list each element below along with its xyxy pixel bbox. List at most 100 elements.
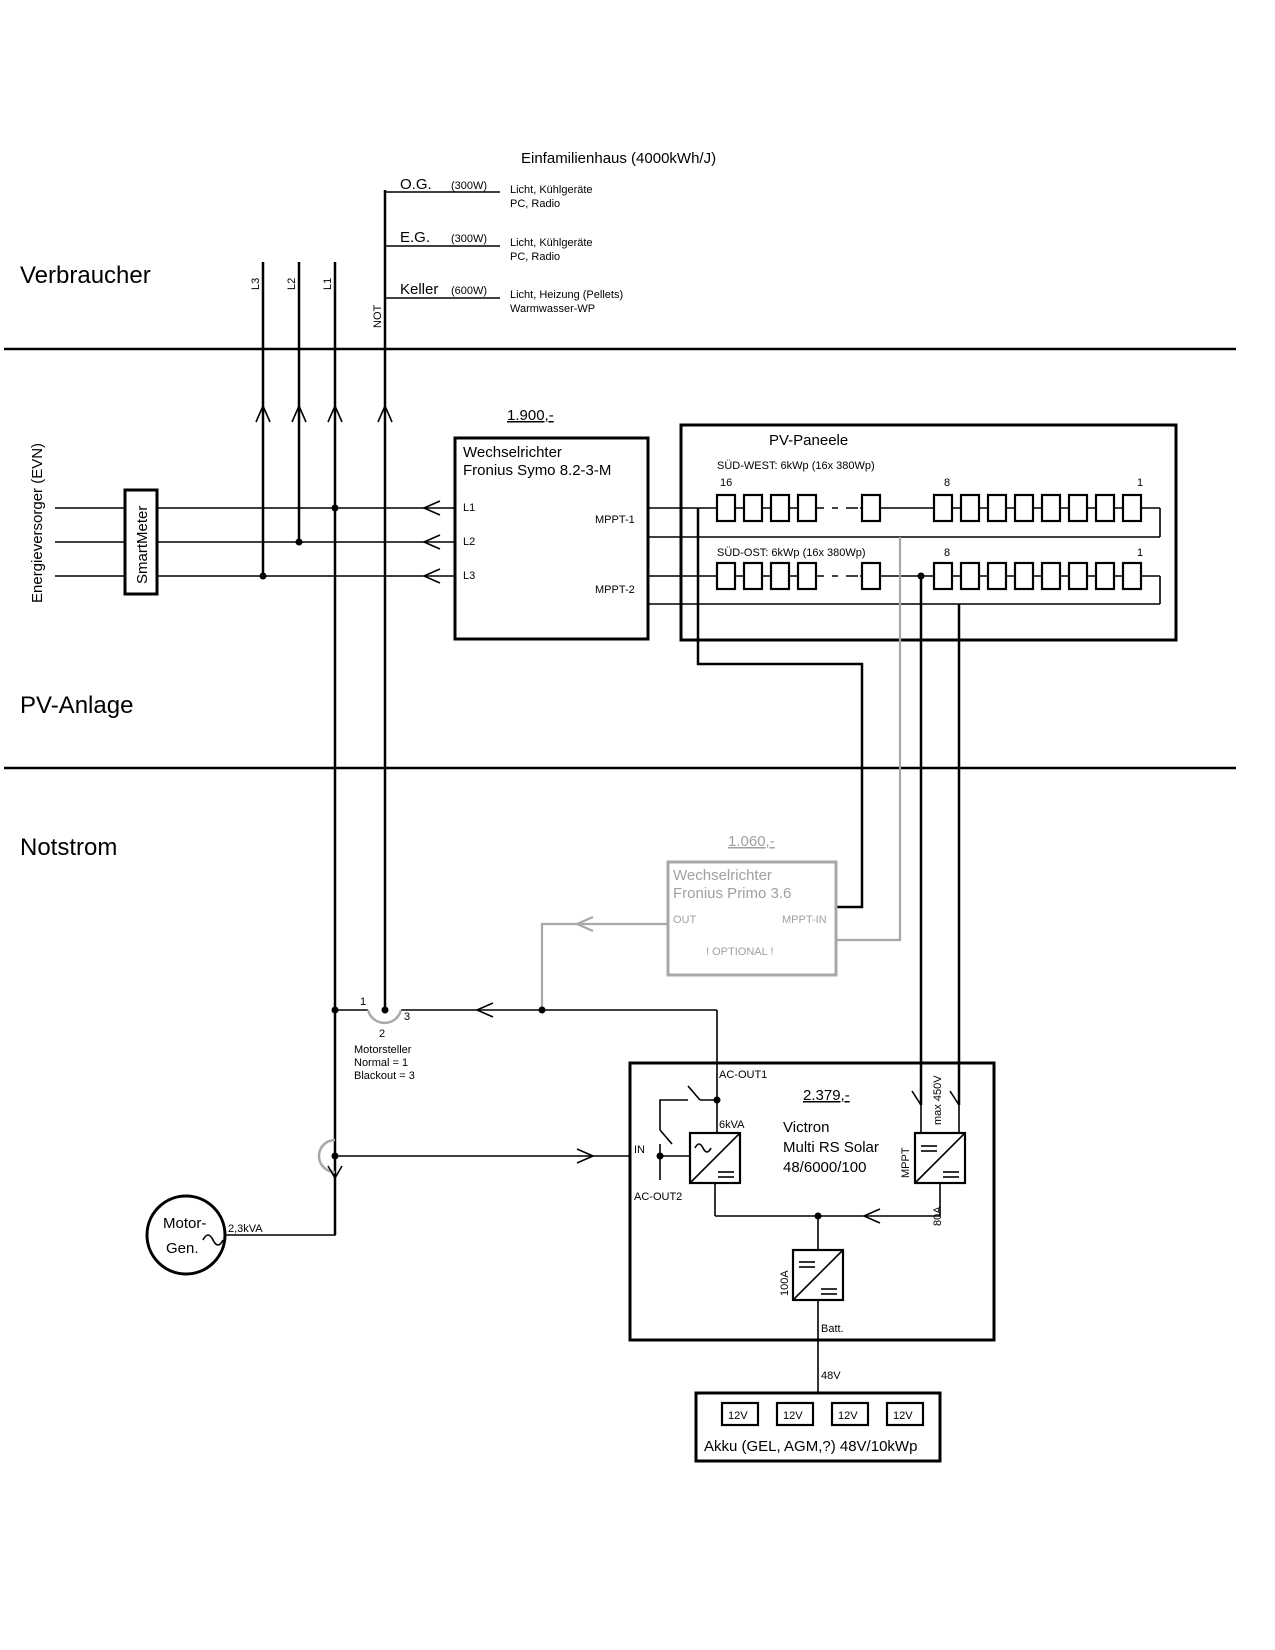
svg-text:(600W): (600W) (451, 285, 487, 297)
svg-text:Keller: Keller (400, 281, 438, 298)
pv-module (1067, 493, 1089, 523)
pv-module (769, 493, 791, 523)
inverter2-title2: Fronius Primo 3.6 (673, 885, 791, 902)
pv-module (1013, 493, 1035, 523)
inverter2-box (666, 860, 838, 977)
svg-text:Motor-: Motor- (163, 1215, 206, 1232)
wire-string1-to-primo (696, 508, 864, 909)
battery-cell (885, 1401, 925, 1427)
motorswitch-title: Motorsteller (354, 1044, 412, 1056)
svg-text:8: 8 (944, 547, 950, 559)
svg-text:Licht, Kühlgeräte: Licht, Kühlgeräte (510, 237, 593, 249)
victron-title2: Multi RS Solar (783, 1139, 879, 1156)
battery-label: Akku (GEL, AGM,?) 48V/10kWp (704, 1438, 917, 1455)
victron-title3: 48/6000/100 (783, 1159, 866, 1176)
pv-title: PV-Paneele (769, 432, 848, 449)
in-arrow (576, 1148, 595, 1164)
svg-text:8: 8 (944, 477, 950, 489)
pv-box (679, 423, 1178, 642)
svg-text:Licht, Heizung (Pellets): Licht, Heizung (Pellets) (510, 289, 623, 301)
svg-text:L3: L3 (463, 570, 475, 582)
svg-text:max 450V: max 450V (932, 1075, 944, 1125)
pv-module (715, 493, 737, 523)
wire-primo-out (540, 922, 668, 1010)
generator (145, 1194, 227, 1276)
smartmeter-label: SmartMeter (134, 506, 151, 584)
pv-string-sued-west (715, 493, 1143, 523)
ac-out1-arrow (475, 1002, 494, 1018)
pv-module (986, 561, 1008, 591)
mppt2-label: MPPT-2 (595, 584, 635, 596)
svg-text:48V: 48V (821, 1370, 841, 1382)
battery-bank (694, 1391, 942, 1463)
svg-text:O.G.: O.G. (400, 176, 432, 193)
floor-keller: Keller (600W) Licht, Heizung (Pellets) W… (400, 281, 623, 315)
svg-text:(300W): (300W) (451, 180, 487, 192)
svg-text:AC-OUT1: AC-OUT1 (719, 1069, 767, 1081)
svg-text:1: 1 (360, 996, 366, 1008)
dc-bus-arrow (862, 1208, 881, 1224)
pv-module (1094, 493, 1116, 523)
svg-text:3: 3 (404, 1011, 410, 1023)
pv-module (1040, 493, 1062, 523)
acout1-relay (687, 1085, 701, 1101)
inverter1-price: 1.900,- (507, 407, 554, 424)
svg-text:1: 1 (1137, 477, 1143, 489)
svg-text:Licht, Kühlgeräte: Licht, Kühlgeräte (510, 184, 593, 196)
gen-switch-arc (317, 1138, 336, 1174)
pv-module (1094, 561, 1116, 591)
pv-module (932, 493, 954, 523)
pv-module (796, 493, 818, 523)
pv-module (1040, 561, 1062, 591)
mppt1-label: MPPT-1 (595, 514, 635, 526)
pv-string1-label: SÜD-WEST: 6kWp (16x 380Wp) (717, 460, 875, 472)
pv-module (715, 561, 737, 591)
svg-text:PC, Radio: PC, Radio (510, 198, 560, 210)
pv-module (1013, 561, 1035, 591)
label-l1: L1 (322, 278, 334, 290)
svg-text:MPPT-IN: MPPT-IN (782, 914, 827, 926)
svg-text:16: 16 (720, 477, 732, 489)
pv-module (1121, 493, 1143, 523)
inverter2-optional: ! OPTIONAL ! (706, 946, 773, 958)
pv-string2-label: SÜD-OST: 6kWp (16x 380Wp) (717, 547, 866, 559)
pv-module (860, 493, 882, 523)
svg-text:PC, Radio: PC, Radio (510, 251, 560, 263)
battery-cell-label: 12V (728, 1410, 748, 1422)
svg-text:L1: L1 (463, 502, 475, 514)
svg-text:IN: IN (634, 1144, 645, 1156)
victron-title1: Victron (783, 1119, 829, 1136)
svg-text:AC-OUT2: AC-OUT2 (634, 1191, 682, 1203)
in-relay (659, 1129, 673, 1145)
label-not: NOT (372, 305, 384, 329)
svg-text:100A: 100A (779, 1270, 791, 1296)
svg-text:2: 2 (379, 1028, 385, 1040)
mppt-relay-1 (911, 1090, 922, 1106)
pv-string-sued-ost (715, 561, 1143, 591)
svg-text:Gen.: Gen. (166, 1240, 199, 1257)
svg-text:MPPT: MPPT (900, 1147, 912, 1178)
inverter2-price: 1.060,- (728, 833, 775, 850)
pv-module (1121, 561, 1143, 591)
wire-string2-to-primo (836, 537, 902, 942)
primo-out-arrow (574, 915, 594, 933)
svg-text:1: 1 (1137, 547, 1143, 559)
label-l2: L2 (286, 278, 298, 290)
victron-price: 2.379,- (803, 1087, 850, 1104)
pv-module (959, 493, 981, 523)
inverter1-title1: Wechselrichter (463, 444, 562, 461)
motorswitch-blackout: Blackout = 3 (354, 1070, 415, 1082)
svg-text:E.G.: E.G. (400, 229, 430, 246)
section-pv-anlage: PV-Anlage (20, 692, 133, 719)
inverter2-title1: Wechselrichter (673, 867, 772, 884)
svg-text:6kVA: 6kVA (719, 1119, 745, 1131)
house-title: Einfamilienhaus (4000kWh/J) (521, 150, 716, 167)
svg-text:Warmwasser-WP: Warmwasser-WP (510, 303, 595, 315)
pv-module (1067, 561, 1089, 591)
generator-rating: 2,3kVA (228, 1223, 263, 1235)
mppt-relay-2 (949, 1090, 960, 1106)
battery-cell-label: 12V (893, 1410, 913, 1422)
gen-sine-icon (202, 1234, 224, 1246)
section-verbraucher: Verbraucher (20, 262, 151, 289)
